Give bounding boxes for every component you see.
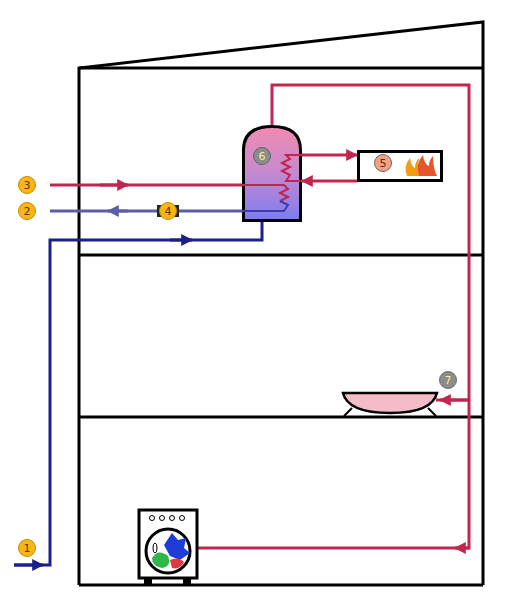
heating-return-pipe	[50, 210, 245, 213]
hot-water-pipe	[197, 85, 469, 548]
drawing-part	[160, 516, 165, 521]
box-border	[359, 152, 442, 181]
callout-number: 3	[18, 176, 36, 194]
drawing-part	[79, 22, 483, 585]
heating-flow-pipe	[50, 184, 245, 187]
pipe-connector	[302, 180, 357, 183]
callout-number: 7	[439, 371, 457, 389]
drawing-part	[197, 85, 469, 548]
drawing-part	[150, 516, 155, 521]
tank-body	[244, 127, 301, 221]
drawing-part	[50, 210, 245, 213]
drawing-part	[180, 516, 185, 521]
drawing-part	[170, 516, 175, 521]
drawing-part	[50, 184, 245, 187]
drawing-part	[79, 416, 483, 419]
callout-number: 2	[18, 202, 36, 220]
callout-number: 6	[253, 147, 271, 165]
drawing-part	[146, 529, 190, 573]
drawing-part	[108, 210, 128, 213]
bathtub	[343, 393, 437, 416]
drawing-part	[436, 399, 469, 402]
tank-outline	[242, 125, 302, 222]
box-outline	[357, 150, 443, 182]
coil	[242, 185, 288, 201]
drawing-part	[343, 393, 437, 413]
coil	[282, 155, 302, 181]
drawing-part	[100, 184, 128, 187]
callout-number: 5	[374, 154, 392, 172]
drawing-part	[170, 558, 184, 568]
drawing-part	[139, 510, 197, 578]
drawing-part	[79, 584, 483, 587]
drawing-part	[455, 547, 469, 550]
drawing-part	[14, 564, 43, 567]
pipe-connector	[302, 154, 357, 157]
callout-number: 1	[18, 539, 36, 557]
drawing-part	[440, 399, 469, 402]
drawing-part	[150, 516, 185, 521]
washing-machine	[139, 510, 197, 585]
drawing-part	[79, 67, 483, 70]
drawing-part	[79, 254, 483, 257]
heat-source-box: 5	[357, 150, 443, 182]
drawing-part	[152, 552, 169, 568]
drawing-part	[170, 239, 192, 242]
storage-tank: 6	[242, 125, 302, 222]
callout-number: 4	[159, 202, 177, 220]
house-outline	[79, 22, 483, 585]
drawing-part	[153, 543, 157, 553]
flame	[418, 155, 437, 176]
coil	[242, 201, 288, 211]
